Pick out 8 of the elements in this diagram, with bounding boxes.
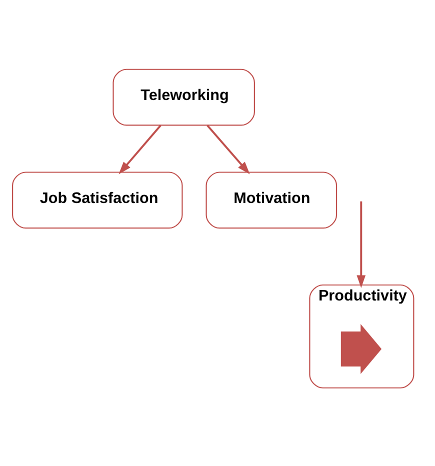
node-box: Job Satisfaction bbox=[12, 172, 183, 229]
arrow bbox=[356, 201, 366, 288]
cluster: Productivity bbox=[309, 284, 414, 388]
node-box: Motivation bbox=[206, 172, 338, 229]
arrow bbox=[118, 124, 162, 174]
node-arrow bbox=[340, 324, 382, 374]
arrow bbox=[206, 124, 250, 174]
node-box: Teleworking bbox=[112, 68, 255, 126]
